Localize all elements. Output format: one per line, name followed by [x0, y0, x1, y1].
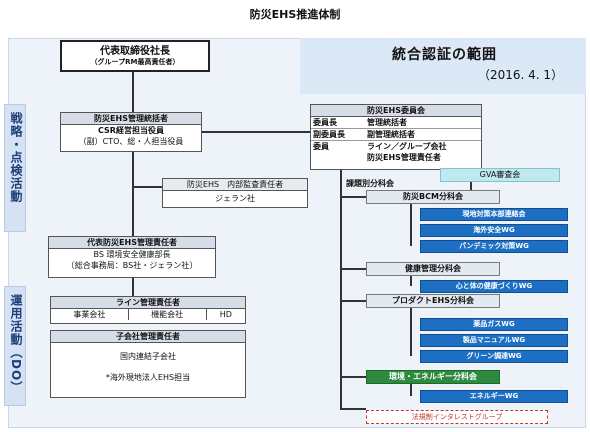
bcm-title: 防災BCM分科会	[366, 190, 500, 204]
committee-role: 委員長	[313, 118, 337, 127]
committee-value: 管理統括者	[367, 118, 407, 127]
general-manager-line2: （副）CTO、総・人担当役員	[78, 137, 184, 146]
connector	[202, 131, 310, 133]
line-item-business: 事業会社	[51, 309, 129, 320]
connector	[470, 182, 472, 190]
subsidiary-box: 子会社管理責任者 国内連結子会社 *海外現地法人EHS担当	[50, 330, 246, 398]
audit-value: ジェラン社	[215, 194, 255, 203]
committee-value: ライン／グループ会社 防災EHS管理責任者	[367, 142, 447, 162]
page-title: 防災EHS推進体制	[249, 8, 341, 21]
subsidiary-line1: 国内連結子会社	[120, 352, 176, 361]
line-manager-box: ライン管理責任者 事業会社 機能会社 HD	[50, 296, 246, 324]
connector	[340, 408, 366, 410]
sidebar-strategy	[4, 104, 26, 232]
connector	[410, 276, 412, 286]
legal-group: 法規制インタレストグループ	[366, 410, 548, 424]
audit-box: 防災EHS 内部監査責任者 ジェラン社	[162, 178, 308, 208]
subcommittee-label: 課題別分科会	[346, 179, 394, 188]
general-manager-title: 防災EHS管理統括者	[61, 113, 201, 125]
ceo-title: 代表取締役社長	[100, 46, 170, 57]
gva-box: GVA審査会	[440, 168, 560, 182]
connector	[410, 384, 412, 396]
committee-box: 防災EHS委員会 委員長 管理統括者 副委員長 副管理統括者 委員 ライン／グル…	[310, 104, 482, 170]
connector	[410, 204, 412, 246]
connector	[132, 152, 134, 236]
product-title: プロダクトEHS分科会	[366, 294, 500, 308]
connector	[132, 186, 162, 188]
line-item-function: 機能会社	[129, 309, 207, 320]
product-item: 製品マニュアルWG	[420, 334, 568, 347]
rep-manager-line1: BS 環境安全健康部長	[93, 250, 171, 259]
scope-date: （2016. 4. 1）	[478, 68, 564, 82]
sidebar-operation	[4, 286, 26, 406]
sidebar-operation-label: 運用活動（DO）	[9, 294, 23, 395]
general-manager-line1: CSR経営担当役員	[98, 126, 164, 135]
line-manager-title: ライン管理責任者	[51, 297, 245, 309]
rep-manager-box: 代表防災EHS管理責任者 BS 環境安全健康部長 〔総合事務局：BS社・ジェラン…	[48, 236, 216, 278]
committee-title: 防災EHS委員会	[311, 105, 481, 117]
connector	[340, 376, 366, 378]
committee-role: 副委員長	[313, 130, 345, 139]
general-manager-box: 防災EHS管理統括者 CSR経営担当役員 （副）CTO、総・人担当役員	[60, 112, 202, 152]
bcm-item: パンデミック対策WG	[420, 240, 568, 253]
connector	[132, 278, 134, 296]
subsidiary-title: 子会社管理責任者	[51, 331, 245, 343]
energy-item: エネルギーWG	[420, 390, 568, 403]
product-item: グリーン調達WG	[420, 350, 568, 363]
connector	[340, 170, 342, 408]
committee-role: 委員	[313, 142, 329, 151]
connector	[340, 196, 366, 198]
subsidiary-line2: *海外現地法人EHS担当	[105, 373, 191, 382]
connector	[132, 72, 134, 112]
audit-title: 防災EHS 内部監査責任者	[163, 179, 307, 191]
line-item-hd: HD	[219, 310, 232, 319]
energy-title: 環境・エネルギー分科会	[366, 370, 500, 384]
sidebar-strategy-label: 戦略・点検活動	[9, 112, 23, 203]
connector	[410, 308, 412, 356]
connector	[340, 268, 366, 270]
scope-title: 統合認証の範囲	[392, 47, 497, 63]
rep-manager-title: 代表防災EHS管理責任者	[49, 237, 215, 249]
scope-header	[300, 38, 586, 94]
bcm-item: 海外安全WG	[420, 224, 568, 237]
health-title: 健康管理分科会	[366, 262, 500, 276]
committee-value: 副管理統括者	[367, 130, 415, 139]
health-item: 心と体の健康づくりWG	[420, 280, 568, 293]
rep-manager-line2: 〔総合事務局：BS社・ジェラン社〕	[66, 261, 198, 270]
ceo-box: 代表取締役社長 （グループRM最高責任者）	[60, 40, 210, 72]
product-item: 薬品ガスWG	[420, 318, 568, 331]
ceo-subtitle: （グループRM最高責任者）	[90, 58, 180, 66]
connector	[340, 300, 366, 302]
bcm-item: 現地対策本部連絡会	[420, 208, 568, 221]
